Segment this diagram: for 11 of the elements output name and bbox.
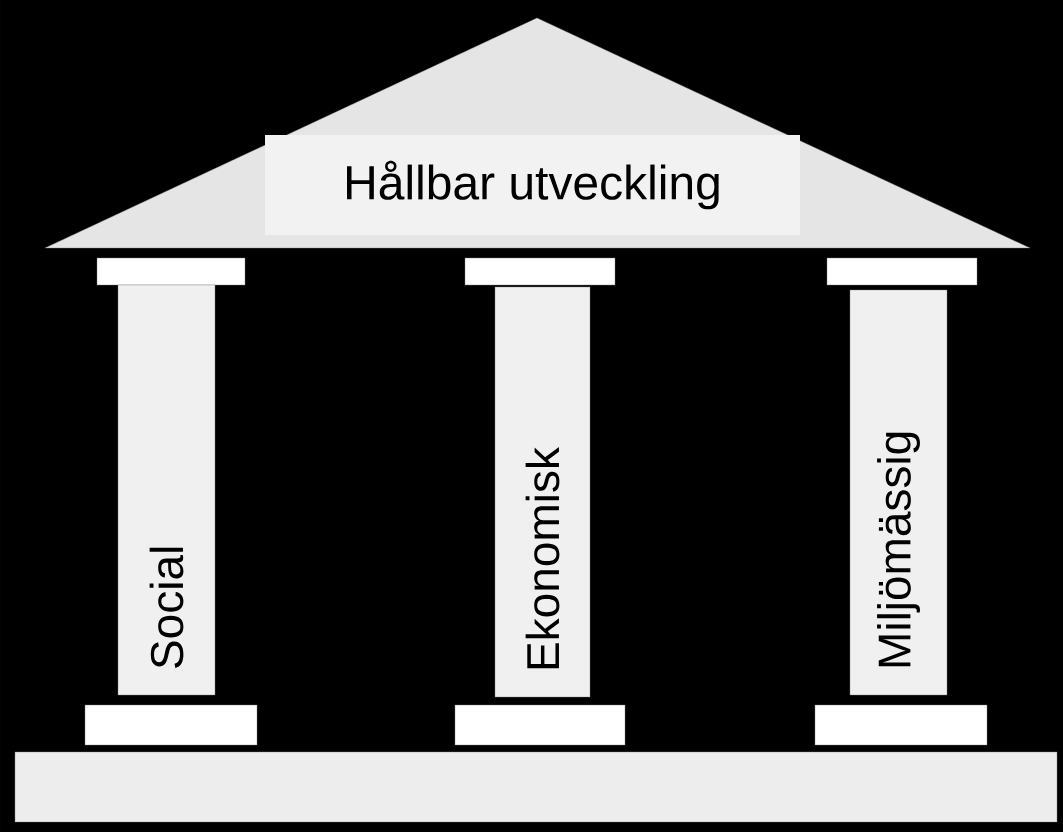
column-block	[826, 257, 978, 286]
pillar: Ekonomisk	[494, 286, 591, 698]
column-block	[454, 704, 626, 746]
column-block	[464, 257, 616, 286]
pillar: Social	[117, 284, 216, 696]
column-block	[96, 257, 246, 286]
roof-triangle: Hållbar utveckling	[44, 17, 1031, 249]
foundation-slab	[14, 751, 1058, 823]
pillar: Miljömässig	[849, 289, 948, 696]
column-block	[814, 704, 988, 746]
column-block	[84, 704, 258, 746]
